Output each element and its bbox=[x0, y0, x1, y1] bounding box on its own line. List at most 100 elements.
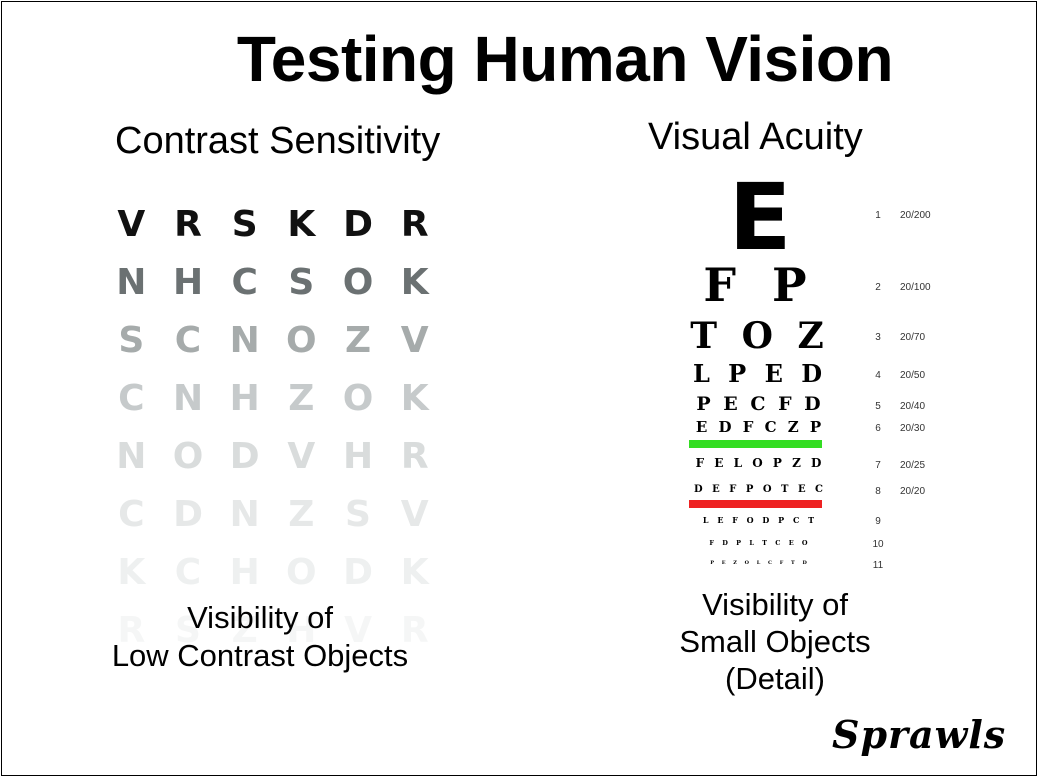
contrast-letter: D bbox=[343, 551, 373, 593]
snellen-line-number: 9 bbox=[875, 516, 881, 527]
green-line-marker bbox=[689, 440, 822, 448]
contrast-letter: S bbox=[231, 203, 258, 245]
snellen-row: P E Z O L C F T D bbox=[710, 560, 810, 566]
contrast-caption-line2: Low Contrast Objects bbox=[111, 638, 409, 673]
snellen-line-number: 10 bbox=[872, 539, 884, 550]
snellen-acuity-value: 20/40 bbox=[900, 401, 926, 412]
contrast-letter: Z bbox=[288, 377, 315, 419]
acuity-caption: Visibility of Small Objects (Detail) bbox=[655, 586, 895, 697]
contrast-letter: D bbox=[229, 435, 260, 477]
snellen-line-number: 6 bbox=[875, 423, 881, 434]
contrast-letter: K bbox=[400, 261, 429, 303]
red-line-marker bbox=[689, 500, 822, 508]
snellen-line-number: 5 bbox=[875, 401, 881, 412]
contrast-letter: O bbox=[286, 319, 317, 361]
snellen-row: E bbox=[728, 164, 792, 271]
contrast-letter: R bbox=[400, 609, 429, 651]
contrast-letter: Z bbox=[344, 319, 372, 361]
contrast-letter: N bbox=[229, 319, 260, 361]
contrast-letter: O bbox=[286, 551, 317, 593]
contrast-letter: C bbox=[118, 493, 145, 535]
contrast-letter: R bbox=[174, 203, 202, 245]
contrast-letter: V bbox=[287, 435, 316, 477]
contrast-letter: S bbox=[345, 493, 371, 535]
snellen-acuity-value: 20/50 bbox=[900, 370, 926, 381]
snellen-line-number: 2 bbox=[875, 282, 881, 293]
sprawls-signature: Sprawls bbox=[832, 712, 1007, 757]
acuity-caption-line1: Visibility of bbox=[702, 587, 848, 622]
contrast-letter: V bbox=[400, 319, 429, 361]
contrast-letter: K bbox=[400, 551, 429, 593]
contrast-letter: N bbox=[172, 377, 204, 419]
contrast-letter: H bbox=[342, 435, 374, 477]
contrast-letter: S bbox=[175, 609, 201, 651]
contrast-letter: O bbox=[342, 377, 374, 419]
snellen-row: F P bbox=[703, 258, 817, 312]
contrast-letter: N bbox=[116, 435, 147, 477]
snellen-acuity-value: 20/100 bbox=[900, 282, 931, 293]
snellen-row: L P E D bbox=[692, 359, 828, 388]
snellen-acuity-value: 20/70 bbox=[900, 332, 926, 343]
contrast-letter: Z bbox=[288, 493, 315, 535]
contrast-caption: Visibility of Low Contrast Objects bbox=[90, 599, 430, 675]
contrast-letter: O bbox=[342, 261, 374, 303]
contrast-letter: N bbox=[229, 493, 260, 535]
snellen-row: F E L O P Z D bbox=[695, 456, 825, 470]
visual-acuity-heading: Visual Acuity bbox=[648, 116, 863, 158]
contrast-letter: C bbox=[231, 261, 258, 303]
acuity-caption-line2: Small Objects bbox=[679, 624, 871, 659]
snellen-acuity-value: 20/25 bbox=[900, 460, 926, 471]
contrast-letter: R bbox=[117, 609, 146, 651]
contrast-letter: S bbox=[118, 319, 145, 361]
contrast-letter: K bbox=[117, 551, 146, 593]
contrast-letter: O bbox=[172, 435, 204, 477]
slide-title: Testing Human Vision bbox=[236, 23, 894, 95]
acuity-caption-line3: (Detail) bbox=[725, 661, 825, 696]
contrast-letter: R bbox=[400, 435, 429, 477]
contrast-letter: Z bbox=[231, 609, 258, 651]
contrast-letter: K bbox=[400, 377, 429, 419]
snellen-row: L E F O D P C T bbox=[702, 515, 818, 525]
contrast-caption-line1: Visibility of bbox=[187, 600, 333, 635]
contrast-sensitivity-heading: Contrast Sensitivity bbox=[115, 120, 441, 162]
contrast-letter: S bbox=[288, 261, 315, 303]
contrast-letter: C bbox=[118, 377, 145, 419]
snellen-line-number: 4 bbox=[875, 370, 881, 381]
snellen-row: F D P L T C E O bbox=[709, 539, 811, 547]
snellen-row: D E F P O T E C bbox=[693, 484, 827, 495]
contrast-letter: K bbox=[287, 203, 316, 245]
contrast-letter: V bbox=[344, 609, 372, 651]
contrast-letter: D bbox=[343, 203, 373, 245]
snellen-row: E D F C Z P bbox=[695, 418, 825, 436]
snellen-row: P E C F D bbox=[696, 393, 824, 415]
snellen-acuity-value: 20/20 bbox=[900, 486, 926, 497]
snellen-line-number: 3 bbox=[875, 332, 881, 343]
snellen-line-number: 8 bbox=[875, 486, 881, 497]
snellen-line-number: 7 bbox=[875, 460, 881, 471]
contrast-letter: D bbox=[173, 493, 203, 535]
contrast-letter: V bbox=[117, 203, 146, 245]
contrast-letter: R bbox=[400, 203, 429, 245]
contrast-letter: H bbox=[229, 377, 260, 419]
contrast-letter: C bbox=[174, 319, 202, 361]
snellen-line-number: 1 bbox=[875, 210, 881, 221]
contrast-letter: N bbox=[116, 261, 147, 303]
contrast-letter: H bbox=[229, 551, 260, 593]
snellen-row: T O Z bbox=[690, 315, 830, 357]
snellen-line-number: 11 bbox=[872, 560, 884, 571]
contrast-letter: H bbox=[286, 609, 317, 651]
snellen-acuity-value: 20/200 bbox=[900, 210, 931, 221]
snellen-acuity-value: 20/30 bbox=[900, 423, 926, 434]
contrast-letter: C bbox=[174, 551, 202, 593]
